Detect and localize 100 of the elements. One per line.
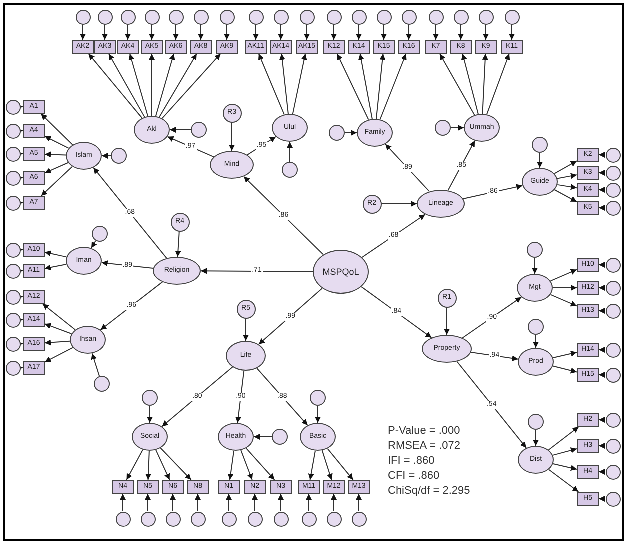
indicator-box (577, 148, 599, 162)
error-circle (248, 512, 262, 526)
arrow (552, 366, 578, 374)
arrow (537, 152, 543, 168)
arrow (240, 450, 254, 480)
arrow (287, 142, 293, 162)
arrow (461, 54, 479, 115)
arrow (598, 443, 606, 449)
error-circle (6, 360, 20, 376)
error-circle (435, 120, 451, 136)
arrow (44, 136, 70, 149)
arrow (146, 450, 152, 480)
latent-ellipse (218, 423, 254, 451)
indicator-box (23, 290, 45, 304)
error-circle (274, 512, 288, 526)
error-circle (528, 414, 544, 430)
arrow (598, 417, 606, 423)
arrow (228, 450, 235, 480)
arrow (533, 334, 539, 348)
arrow (126, 449, 144, 480)
indicator-box (137, 480, 159, 494)
arrow (327, 448, 354, 480)
arrow (331, 24, 337, 40)
arrow (160, 448, 192, 480)
arrow (554, 190, 578, 203)
fit-statistic: P-Value = .000 (388, 424, 462, 439)
indicator-box (23, 124, 45, 138)
indicator-box (577, 183, 599, 197)
arrow (433, 24, 439, 40)
arrow (102, 24, 108, 40)
indicator-box (501, 40, 523, 54)
arrow (406, 24, 412, 40)
latent-ellipse (313, 250, 369, 294)
error-circle (606, 280, 620, 296)
error-circle (606, 492, 620, 506)
latent-ellipse (422, 335, 472, 363)
indicator-box (72, 40, 94, 54)
indicator-box (218, 480, 240, 494)
arrow (173, 24, 179, 40)
arrow (557, 184, 578, 190)
error-circle (606, 258, 620, 272)
error-circle (6, 196, 20, 210)
error-circle (274, 10, 288, 24)
arrow (155, 54, 176, 117)
arrow (315, 406, 321, 424)
arrow (458, 24, 464, 40)
error-circle (606, 368, 620, 382)
latent-ellipse (518, 348, 554, 376)
error-circle (248, 10, 264, 24)
arrow (91, 353, 100, 377)
error-circle (282, 162, 298, 178)
arrow (88, 54, 143, 119)
arrow (226, 494, 232, 512)
indicator-box (577, 281, 599, 295)
fit-statistic: IFI = .860 (388, 454, 436, 469)
arrow (385, 144, 430, 192)
error-circle (116, 512, 130, 526)
arrow (102, 153, 112, 159)
error-circle (326, 10, 342, 24)
latent-ellipse (132, 423, 168, 451)
arrow (44, 347, 74, 363)
latent-ellipse (518, 446, 554, 474)
arrow (552, 350, 578, 359)
indicator-box (398, 40, 420, 54)
indicator-box (165, 40, 187, 54)
arrow (44, 323, 72, 334)
arrow (162, 54, 222, 120)
error-circle (376, 10, 392, 24)
arrow (598, 469, 606, 475)
arrow (258, 54, 285, 116)
arrow (550, 269, 578, 282)
fit-statistic: ChiSq/df = 2.295 (388, 484, 470, 499)
indicator-box (141, 40, 163, 54)
arrow (509, 24, 515, 40)
indicator-box (23, 313, 45, 327)
indicator-box (23, 196, 45, 210)
error-circle (310, 390, 326, 406)
indicator-box (348, 480, 370, 494)
arrow (356, 494, 362, 512)
arrow (253, 24, 259, 40)
arrow (167, 136, 214, 158)
arrow (224, 24, 230, 40)
error-circle (6, 100, 20, 114)
latent-ellipse (153, 257, 201, 285)
arrow (557, 173, 578, 180)
error-circle (606, 412, 620, 428)
indicator-box (270, 40, 292, 54)
indicator-box (323, 480, 345, 494)
fit-statistic: RMSEA = .072 (388, 439, 462, 454)
latent-ellipse (134, 116, 170, 144)
arrow (598, 262, 606, 268)
arrow (108, 54, 146, 118)
disturbance-circle (236, 300, 256, 318)
arrow (256, 368, 308, 426)
latent-ellipse (357, 119, 393, 147)
error-circle (120, 10, 136, 24)
arrow (598, 496, 606, 502)
arrow (439, 54, 476, 116)
arrow (195, 494, 201, 512)
arrow (483, 24, 489, 40)
